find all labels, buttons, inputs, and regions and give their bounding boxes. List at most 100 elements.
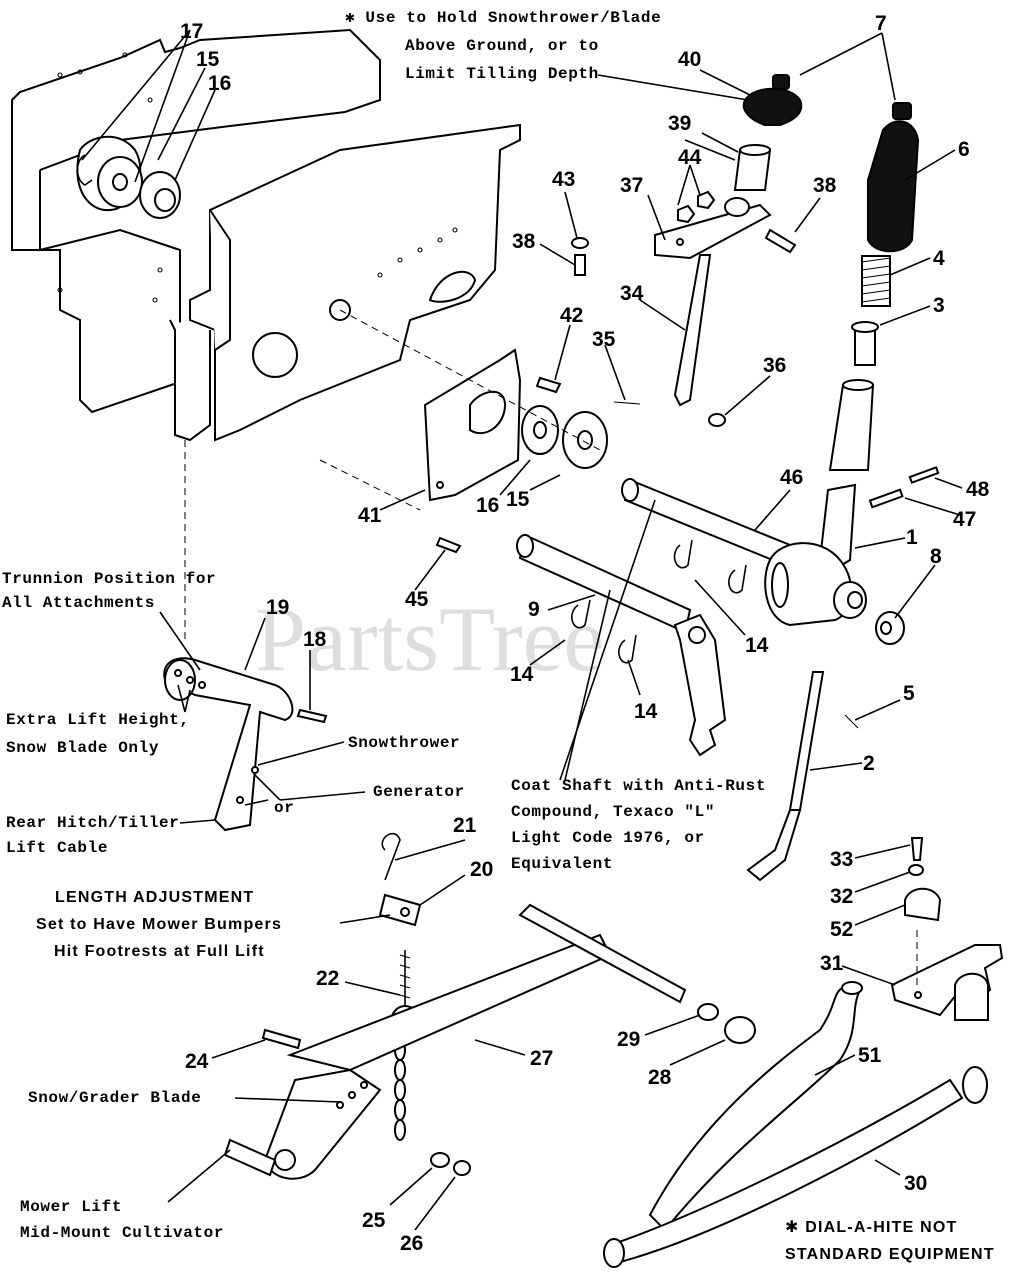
callout-16-lower: 16 bbox=[476, 494, 499, 517]
bearing-16-upper bbox=[139, 171, 181, 219]
callout-21: 21 bbox=[453, 814, 477, 837]
spring-4 bbox=[861, 255, 891, 307]
callout-19: 19 bbox=[266, 596, 289, 619]
rear-hitch-line1: Rear Hitch/Tiller bbox=[6, 814, 179, 832]
callout-29: 29 bbox=[617, 1028, 640, 1051]
pin-18 bbox=[296, 708, 328, 724]
snowthrower-label: Snowthrower bbox=[348, 734, 460, 752]
coat-shaft-line4: Equivalent bbox=[511, 855, 613, 873]
bracket-41 bbox=[423, 348, 522, 502]
bushing-28 bbox=[724, 1016, 756, 1044]
callout-5: 5 bbox=[903, 682, 915, 705]
callout-28: 28 bbox=[648, 1066, 672, 1089]
bolt-38-left bbox=[574, 254, 586, 276]
extra-lift-line1: Extra Lift Height, bbox=[6, 711, 190, 729]
callout-20: 20 bbox=[470, 858, 493, 881]
nut-44-b bbox=[697, 190, 716, 210]
ferrule-20 bbox=[378, 893, 422, 927]
trunnion-note-line1: Trunnion Position for bbox=[2, 570, 216, 588]
callout-2: 2 bbox=[863, 752, 875, 775]
chassis-frame bbox=[10, 28, 521, 442]
bolt-45 bbox=[435, 536, 462, 554]
rod-34 bbox=[673, 254, 712, 407]
hairpin-14a bbox=[571, 599, 591, 629]
callout-52: 52 bbox=[830, 918, 853, 941]
grip-6 bbox=[867, 120, 920, 253]
callout-35: 35 bbox=[592, 328, 616, 351]
callout-43: 43 bbox=[552, 168, 575, 191]
snow-grader-label: Snow/Grader Blade bbox=[28, 1089, 201, 1107]
pin-48 bbox=[908, 466, 940, 484]
callout-33: 33 bbox=[830, 848, 853, 871]
callout-39: 39 bbox=[668, 112, 691, 135]
callout-44: 44 bbox=[678, 146, 702, 169]
callout-16-upper: 16 bbox=[208, 72, 231, 95]
coat-shaft-line1: Coat Shaft with Anti-Rust bbox=[511, 777, 766, 795]
trunnion-19 bbox=[163, 657, 294, 832]
washer-15-upper bbox=[97, 156, 143, 208]
trunnion-note-line2: All Attachments bbox=[2, 594, 155, 612]
plate-37 bbox=[654, 197, 772, 260]
asterisk-note-line1: ✱ Use to Hold Snowthrower/Blade bbox=[345, 9, 661, 27]
pin-35 bbox=[613, 401, 641, 405]
clip-17 bbox=[76, 154, 93, 186]
generator-label: Generator bbox=[373, 783, 465, 801]
callout-18: 18 bbox=[303, 628, 327, 651]
callout-30: 30 bbox=[904, 1172, 927, 1195]
bolt-33 bbox=[910, 837, 924, 861]
callout-27: 27 bbox=[530, 1047, 553, 1070]
watermark: PartsTree bbox=[255, 588, 604, 690]
pin-5 bbox=[844, 714, 859, 729]
callout-46: 46 bbox=[780, 466, 803, 489]
tube bbox=[828, 379, 875, 471]
length-adjustment-title: LENGTH ADJUSTMENT bbox=[55, 889, 254, 906]
coat-shaft-line3: Light Code 1976, or bbox=[511, 829, 705, 847]
callout-8: 8 bbox=[930, 545, 942, 568]
washer-29 bbox=[697, 1003, 719, 1021]
callout-25: 25 bbox=[362, 1209, 386, 1232]
callout-24: 24 bbox=[185, 1050, 209, 1073]
callout-31: 31 bbox=[820, 952, 844, 975]
bushing-39 bbox=[733, 144, 772, 191]
bracket-31 bbox=[890, 944, 1004, 1021]
bar-30 bbox=[608, 1078, 964, 1264]
knob-8 bbox=[875, 611, 905, 645]
clamp-52 bbox=[904, 887, 942, 922]
mower-lift-line2: Mid-Mount Cultivator bbox=[20, 1224, 224, 1242]
length-adjustment-line2: Set to Have Mower Bumpers bbox=[36, 916, 282, 933]
coat-shaft-line2: Compound, Texaco "L" bbox=[511, 803, 715, 821]
callout-51: 51 bbox=[858, 1044, 882, 1067]
cap-7-right bbox=[892, 102, 912, 120]
washer-36 bbox=[708, 413, 726, 427]
callout-15-lower: 15 bbox=[506, 488, 530, 511]
callout-37: 37 bbox=[620, 174, 643, 197]
callout-14-bottom: 14 bbox=[634, 700, 658, 723]
nut-44-a bbox=[677, 204, 696, 224]
extra-lift-line2: Snow Blade Only bbox=[6, 739, 159, 757]
callout-32: 32 bbox=[830, 885, 853, 908]
hairpin-14d bbox=[728, 564, 747, 594]
callout-45: 45 bbox=[405, 588, 429, 611]
callout-14-right: 14 bbox=[745, 634, 769, 657]
callout-22: 22 bbox=[316, 967, 339, 990]
callout-numbers: 7 40 39 6 44 43 37 38 38 4 34 3 42 35 36… bbox=[180, 12, 990, 1255]
dial-a-hite-line1: ✱ DIAL-A-HITE NOT bbox=[785, 1219, 957, 1236]
callout-9: 9 bbox=[528, 598, 540, 621]
text-notes: ✱ Use to Hold Snowthrower/Blade Above Gr… bbox=[2, 9, 994, 1263]
bolt-24 bbox=[261, 1028, 302, 1050]
rear-hitch-line2: Lift Cable bbox=[6, 839, 108, 857]
clip-21 bbox=[381, 833, 401, 881]
callout-42: 42 bbox=[560, 304, 583, 327]
callout-34: 34 bbox=[620, 282, 644, 305]
callout-41: 41 bbox=[358, 504, 382, 527]
chain bbox=[394, 1039, 406, 1141]
length-adjustment-line3: Hit Footrests at Full Lift bbox=[54, 943, 265, 960]
callout-40: 40 bbox=[678, 48, 701, 71]
asterisk-note-line3: Limit Tilling Depth bbox=[405, 65, 599, 83]
bushing-3 bbox=[851, 321, 879, 366]
callout-38-left: 38 bbox=[512, 230, 536, 253]
callout-6: 6 bbox=[958, 138, 970, 161]
knob-40 bbox=[742, 74, 803, 126]
washer-25 bbox=[430, 1152, 450, 1168]
